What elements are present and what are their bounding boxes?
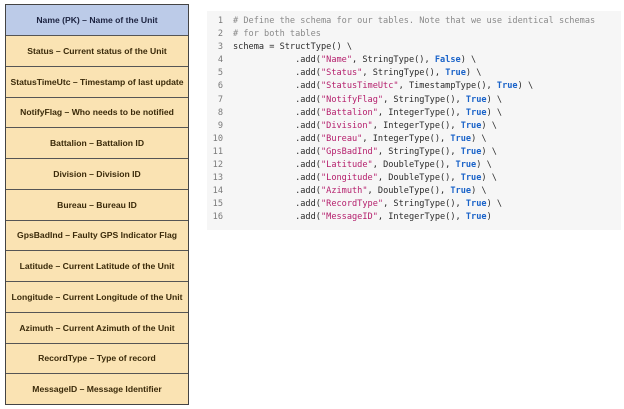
nullable-flag: True [460, 120, 482, 131]
field-type: StringType() [393, 199, 456, 210]
line-number: 10 [212, 133, 223, 144]
line-number: 7 [217, 94, 223, 105]
schema-row-name: Name (PK) – Name of the Unit [6, 5, 188, 35]
code-line: 15 .add("RecordType", StringType(), True… [207, 198, 621, 211]
schema-row-battalion: Battalion – Battalion ID [6, 127, 188, 158]
line-number: 14 [212, 186, 223, 197]
field-name-string: "RecordType" [320, 199, 384, 210]
field-type: IntegerType() [388, 107, 456, 118]
field-name-string: "MessageID" [320, 212, 378, 223]
field-name-string: "Azimuth" [320, 186, 368, 197]
line-number: 4 [217, 55, 223, 66]
nullable-flag: True [496, 81, 518, 92]
field-name-string: "NotifyFlag" [320, 94, 384, 105]
schema-row-latitude: Latitude – Current Latitude of the Unit [6, 250, 188, 281]
nullable-flag: True [445, 68, 466, 79]
schema-row-statustimeutc: StatusTimeUtc – Timestamp of last update [6, 65, 188, 97]
nullable-flag: True [460, 173, 482, 184]
line-number: 13 [212, 173, 223, 184]
nullable-flag: True [465, 107, 487, 118]
nullable-flag: True [465, 94, 487, 105]
schema-row-azimuth: Azimuth – Current Azimuth of the Unit [6, 311, 188, 343]
line-number: 8 [217, 107, 223, 118]
code-line: 16 .add("MessageID", IntegerType(), True… [207, 211, 621, 224]
field-type: DoubleType() [383, 160, 446, 171]
code-line: 6 .add("StatusTimeUtc", TimestampType(),… [207, 80, 621, 93]
line-number: 3 [217, 42, 223, 53]
nullable-flag: True [465, 212, 487, 223]
nullable-flag: True [460, 146, 482, 157]
code-block: 1 # Define the schema for our tables. No… [207, 11, 621, 230]
field-type: StringType() [388, 146, 451, 157]
field-type: IntegerType() [383, 120, 451, 131]
code-line: 8 .add("Battalion", IntegerType(), True)… [207, 107, 621, 120]
nullable-flag: True [455, 160, 477, 171]
field-name-string: "Division" [320, 120, 373, 131]
field-name-string: "Latitude" [320, 160, 373, 171]
schema-row-messageid: MessageID – Message Identifier [6, 373, 188, 404]
field-name-string: "GpsBadInd" [320, 146, 378, 157]
code-line: 2 # for both tables [207, 28, 621, 41]
line-number: 12 [212, 160, 223, 171]
code-text: schema = StructType() \ [233, 42, 352, 53]
code-line: 7 .add("NotifyFlag", StringType(), True)… [207, 94, 621, 107]
line-number: 6 [217, 81, 223, 92]
field-type: StringType() [372, 68, 435, 79]
code-line: 5 .add("Status", StringType(), True) \ [207, 67, 621, 80]
schema-row-notifyflag: NotifyFlag – Who needs to be notified [6, 96, 188, 128]
field-name-string: "Longitude" [320, 173, 378, 184]
code-line: 4 .add("Name", StringType(), False) \ [207, 54, 621, 67]
field-name-string: "Status" [320, 68, 363, 79]
line-number: 9 [217, 120, 223, 131]
schema-row-status: Status – Current status of the Unit [6, 35, 188, 66]
line-number: 2 [217, 29, 223, 40]
schema-row-longitude: Longitude – Current Longitude of the Uni… [6, 281, 188, 312]
nullable-flag: True [450, 186, 472, 197]
code-comment: # Define the schema for our tables. Note… [233, 16, 596, 26]
line-number: 15 [212, 199, 223, 210]
field-name-string: "StatusTimeUtc" [320, 81, 399, 92]
schema-row-bureau: Bureau – Bureau ID [6, 188, 188, 220]
code-line: 10 .add("Bureau", IntegerType(), True) \ [207, 133, 621, 146]
line-number: 1 [217, 16, 223, 26]
nullable-flag: True [465, 199, 487, 210]
field-type: DoubleType() [377, 186, 440, 197]
schema-table: Name (PK) – Name of the Unit Status – Cu… [5, 4, 189, 405]
field-type: IntegerType() [372, 133, 440, 144]
field-name-string: "Bureau" [320, 133, 363, 144]
schema-row-division: Division – Division ID [6, 158, 188, 189]
code-line: 3 schema = StructType() \ [207, 41, 621, 54]
code-line: 14 .add("Azimuth", DoubleType(), True) \ [207, 185, 621, 198]
code-line: 13 .add("Longitude", DoubleType(), True)… [207, 172, 621, 185]
line-number: 16 [212, 212, 223, 223]
nullable-flag: False [434, 55, 461, 66]
schema-row-gpsbadind: GpsBadInd – Faulty GPS Indicator Flag [6, 219, 188, 251]
schema-row-recordtype: RecordType – Type of record [6, 342, 188, 374]
code-line: 1 # Define the schema for our tables. No… [207, 15, 621, 28]
field-name-string: "Name" [320, 55, 353, 66]
field-type: StringType() [362, 55, 425, 66]
field-name-string: "Battalion" [320, 107, 378, 118]
code-line: 9 .add("Division", IntegerType(), True) … [207, 120, 621, 133]
line-number: 11 [212, 146, 223, 157]
field-type: DoubleType() [388, 173, 451, 184]
code-line: 12 .add("Latitude", DoubleType(), True) … [207, 159, 621, 172]
code-line: 11 .add("GpsBadInd", StringType(), True)… [207, 146, 621, 159]
field-type: IntegerType() [388, 212, 456, 223]
code-comment: # for both tables [233, 29, 321, 40]
field-type: TimestampType() [408, 81, 487, 92]
field-type: StringType() [393, 94, 456, 105]
nullable-flag: True [450, 133, 472, 144]
line-number: 5 [217, 68, 223, 79]
